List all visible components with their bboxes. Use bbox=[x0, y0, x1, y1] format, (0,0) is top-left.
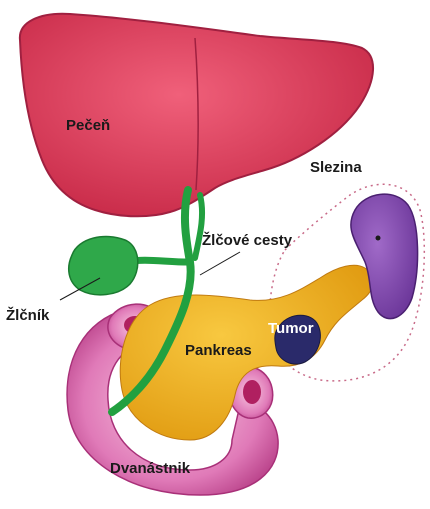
liver-label: Pečeň bbox=[66, 117, 110, 134]
duodenum-label: Dvanástnik bbox=[110, 460, 191, 477]
bile-duct-branch bbox=[195, 195, 202, 258]
pancreas-label: Pankreas bbox=[185, 342, 252, 359]
gallbladder-label: Žlčník bbox=[6, 306, 50, 324]
bile-ducts-label: Žlčové cesty bbox=[202, 231, 293, 249]
bile-ducts-leader-line bbox=[200, 252, 240, 275]
tumor-label: Tumor bbox=[268, 320, 314, 337]
spleen-label: Slezina bbox=[310, 159, 362, 176]
gallbladder-shape bbox=[69, 236, 138, 294]
spleen-marker bbox=[376, 236, 381, 241]
duodenum-opening-lower bbox=[243, 380, 261, 404]
